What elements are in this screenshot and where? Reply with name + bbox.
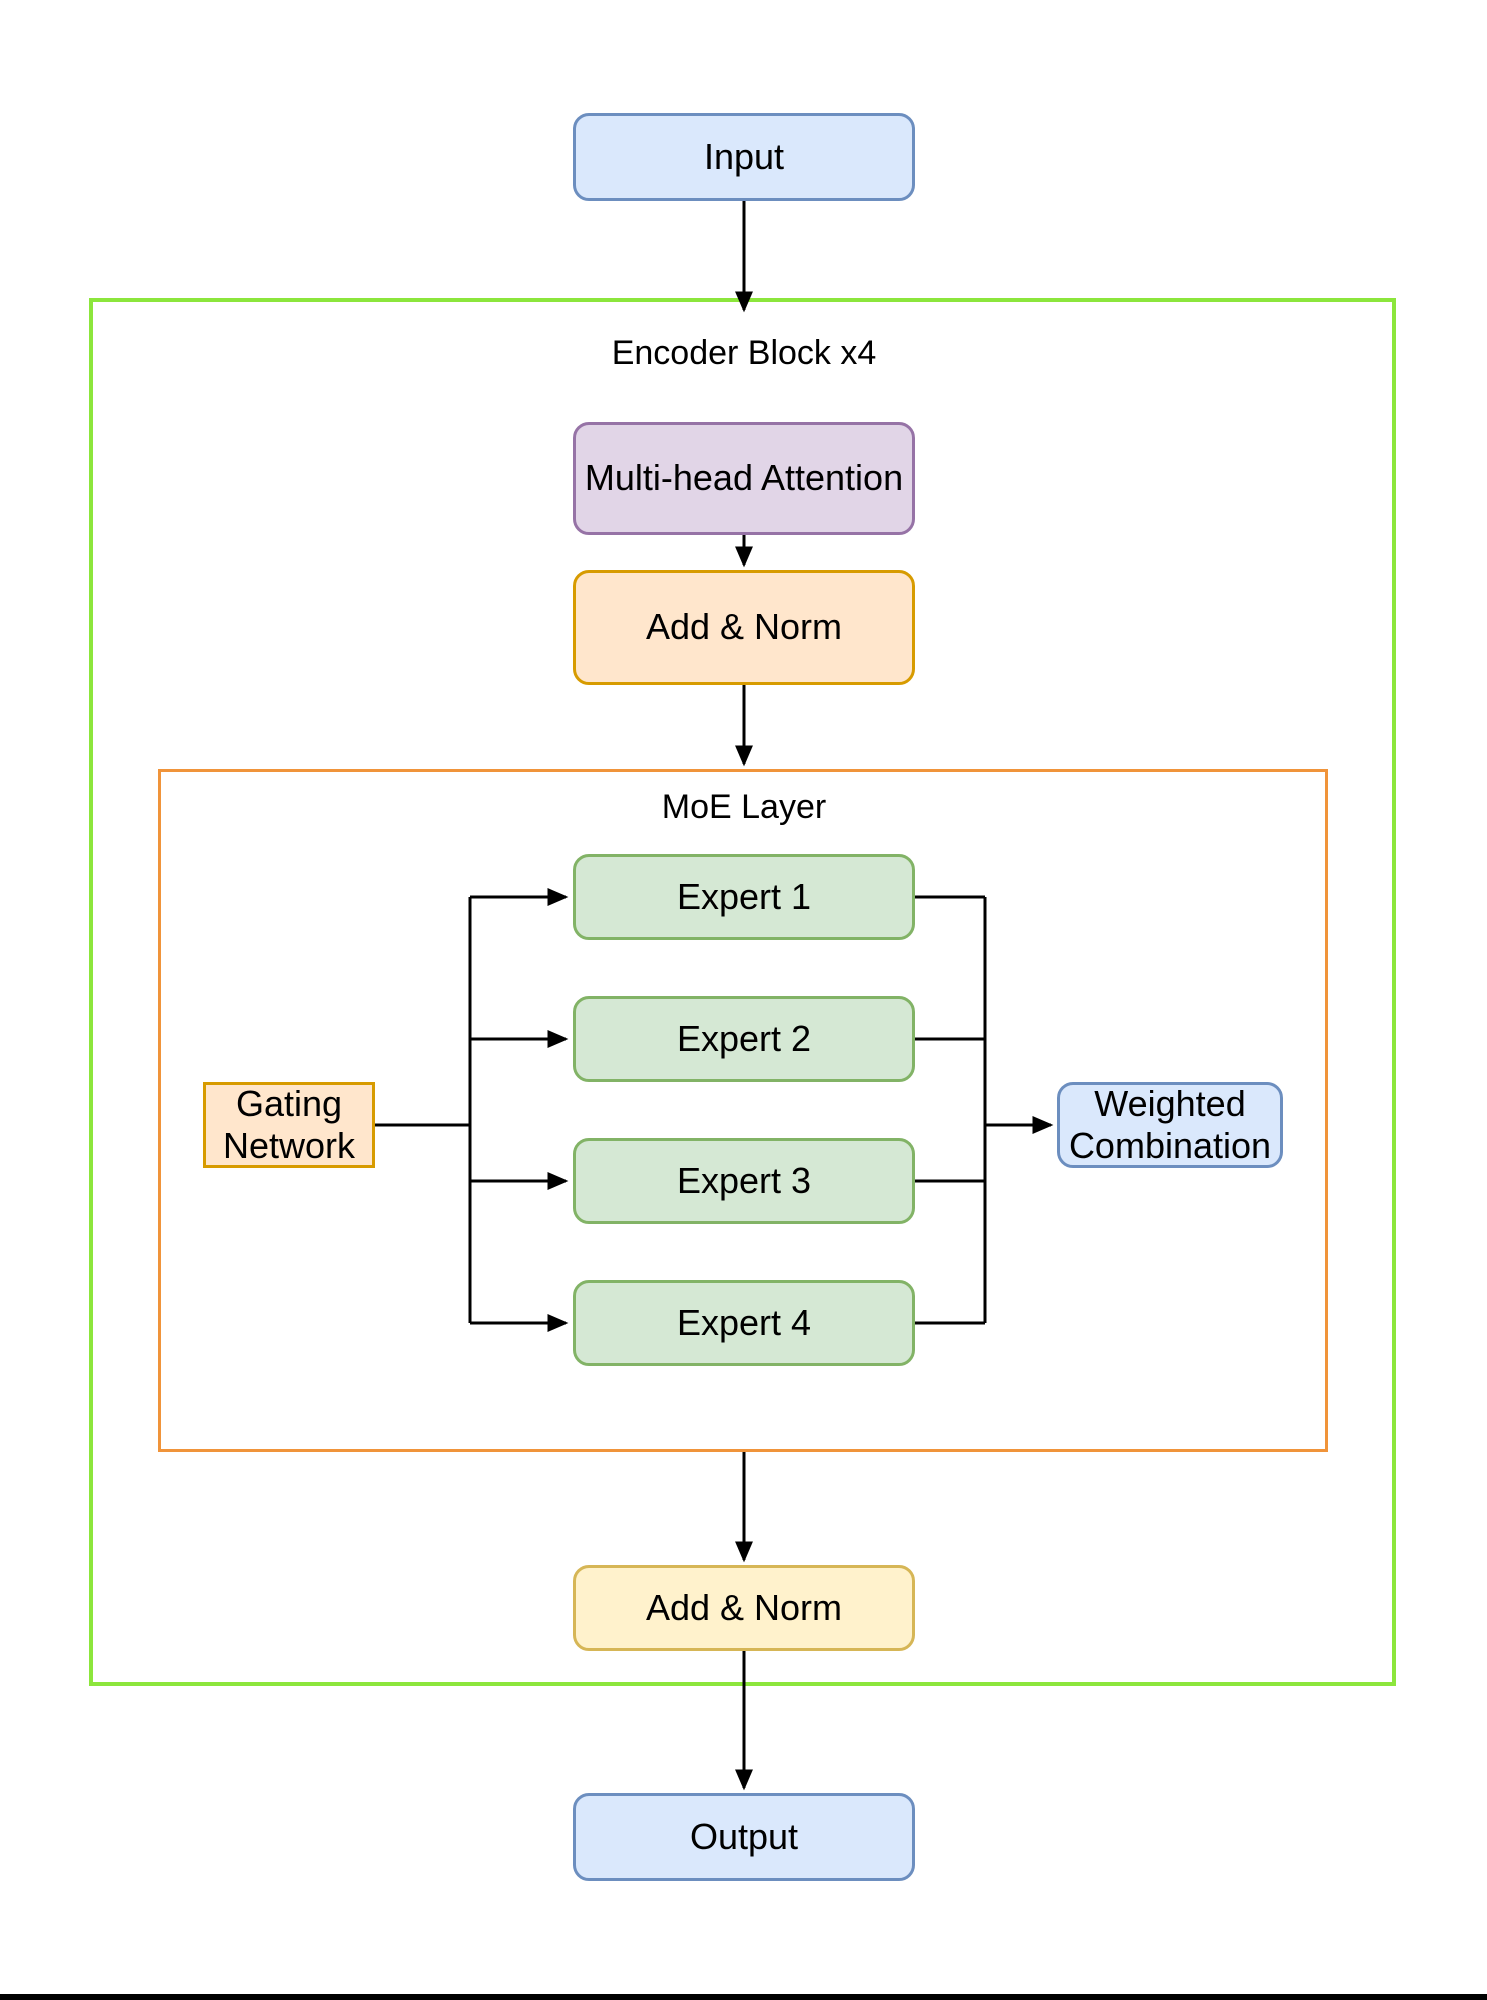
gating-network-node: Gating Network xyxy=(203,1082,375,1168)
moe-layer-container xyxy=(158,769,1328,1452)
expert-3-node: Expert 3 xyxy=(573,1138,915,1224)
expert-1-node: Expert 1 xyxy=(573,854,915,940)
moe-layer-label: MoE Layer xyxy=(661,788,827,826)
add-norm-top-node: Add & Norm xyxy=(573,570,915,685)
input-node: Input xyxy=(573,113,915,201)
output-node: Output xyxy=(573,1793,915,1881)
multi-head-attention-node: Multi-head Attention xyxy=(573,422,915,535)
weighted-combination-node: Weighted Combination xyxy=(1057,1082,1283,1168)
expert-2-node: Expert 2 xyxy=(573,996,915,1082)
add-norm-bottom-node: Add & Norm xyxy=(573,1565,915,1651)
expert-4-node: Expert 4 xyxy=(573,1280,915,1366)
window-edge-bar xyxy=(0,1994,1487,2000)
encoder-block-label: Encoder Block x4 xyxy=(611,334,877,372)
